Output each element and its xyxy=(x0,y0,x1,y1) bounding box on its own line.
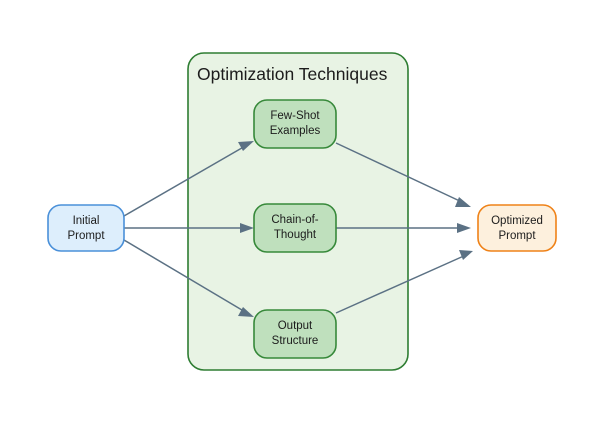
node-output-structure[interactable]: Output Structure xyxy=(253,309,337,359)
edge-few-shot-to-optimized-line xyxy=(335,142,465,204)
node-optimized-prompt-label-line2: Prompt xyxy=(498,230,536,242)
edge-initial-to-output-structure xyxy=(123,239,254,317)
group-title-label: Optimization Techniques xyxy=(197,64,388,84)
nodes-layer: Initial Prompt Few-Shot Examples Chain-o… xyxy=(47,99,557,359)
node-initial-prompt-label-line2: Prompt xyxy=(67,230,105,242)
edge-initial-to-few-shot-arrowhead xyxy=(238,141,254,151)
edges-layer xyxy=(123,141,473,317)
node-optimized-prompt[interactable]: Optimized Prompt xyxy=(477,204,557,252)
edge-chain-of-thought-to-optimized-arrowhead xyxy=(457,223,471,233)
edge-output-structure-to-optimized-line xyxy=(335,254,467,314)
node-few-shot-examples[interactable]: Few-Shot Examples xyxy=(253,99,337,149)
node-chain-of-thought-label-line1: Chain-of- xyxy=(271,214,318,226)
node-chain-of-thought[interactable]: Chain-of- Thought xyxy=(253,203,337,253)
node-few-shot-examples-label-line2: Examples xyxy=(270,125,321,137)
node-output-structure-label-line2: Structure xyxy=(272,335,319,347)
node-chain-of-thought-label-line2: Thought xyxy=(274,229,317,241)
node-few-shot-examples-rect[interactable] xyxy=(253,99,337,149)
edge-few-shot-to-optimized xyxy=(335,142,471,207)
edge-output-structure-to-optimized xyxy=(335,250,473,314)
node-output-structure-label-line1: Output xyxy=(278,320,313,332)
edge-initial-to-few-shot-line xyxy=(123,144,248,217)
node-initial-prompt-rect[interactable] xyxy=(47,204,125,252)
edge-initial-to-few-shot xyxy=(123,141,254,217)
edge-few-shot-to-optimized-arrowhead xyxy=(455,197,471,207)
node-chain-of-thought-rect[interactable] xyxy=(253,203,337,253)
node-initial-prompt-label-line1: Initial xyxy=(73,215,100,227)
edge-initial-to-chain-of-thought xyxy=(124,223,254,233)
node-optimized-prompt-rect[interactable] xyxy=(477,204,557,252)
node-optimized-prompt-label-line1: Optimized xyxy=(491,215,543,227)
edge-initial-to-output-structure-arrowhead xyxy=(238,307,254,317)
node-output-structure-rect[interactable] xyxy=(253,309,337,359)
edge-chain-of-thought-to-optimized xyxy=(336,223,471,233)
node-initial-prompt[interactable]: Initial Prompt xyxy=(47,204,125,252)
edge-output-structure-to-optimized-arrowhead xyxy=(459,250,473,260)
edge-initial-to-chain-of-thought-arrowhead xyxy=(240,223,254,233)
node-few-shot-examples-label-line1: Few-Shot xyxy=(270,110,320,122)
edge-initial-to-output-structure-line xyxy=(123,239,248,314)
